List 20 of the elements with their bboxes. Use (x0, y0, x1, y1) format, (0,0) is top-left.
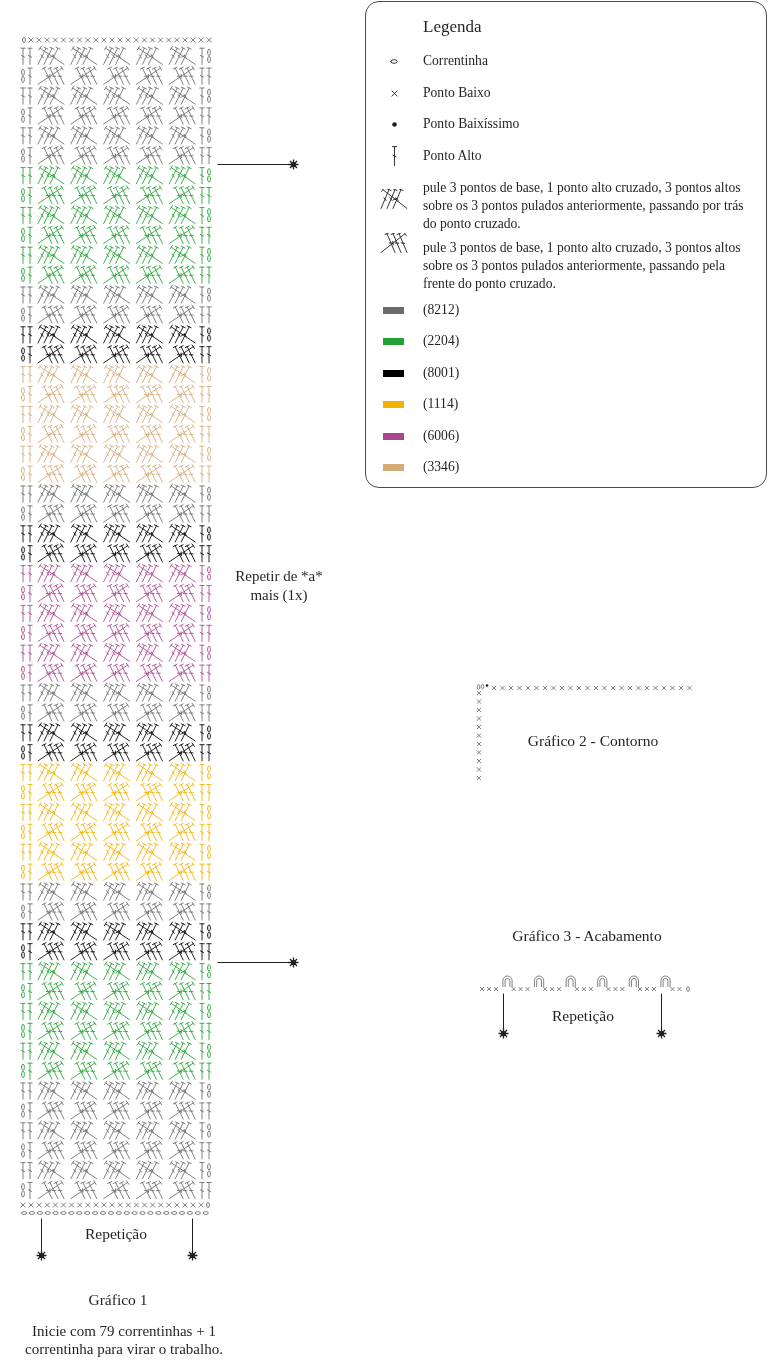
chart-title: Gráfico 2 - Contorno (527, 731, 659, 751)
instruction-text: Inicie com 79 correntinhas + 1 correntinha para virar o trabalho. (24, 1322, 224, 1358)
legend-label: (1114) (423, 395, 459, 413)
legend-label: pule 3 pontos de base, 1 ponto alto cruzado, 3 pontos altos sobre os 3 pontos pulados anteriormente, passando por trás do ponto cruzado. (423, 179, 745, 233)
legend-label: pule 3 pontos de base, 1 ponto alto cruzado, 3 pontos altos sobre os 3 pontos pulados anteriormente, passando pela frente do ponto cruzado. (423, 239, 742, 293)
legend-label: Correntinha (423, 52, 488, 70)
legend-label: (2204) (423, 332, 460, 350)
legend-label: (8001) (423, 364, 460, 382)
legend-label: Ponto Alto (423, 147, 482, 165)
legend-label: Ponto Baixo (423, 84, 491, 102)
chart-title: Gráfico 1 (88, 1290, 148, 1310)
legend-label: (8212) (423, 301, 460, 319)
legend-label: (6006) (423, 427, 460, 445)
legend-label: (3346) (423, 458, 460, 476)
repeat-label: Repetição (552, 1006, 614, 1026)
legend-label: Ponto Baixíssimo (423, 115, 520, 133)
legend-heading: Legenda (423, 16, 482, 38)
repeat-label: Repetição (85, 1224, 147, 1244)
chart-title: Gráfico 3 - Acabamento (512, 926, 662, 946)
repeat-note: Repetir de *a* mais (1x) (234, 567, 324, 605)
